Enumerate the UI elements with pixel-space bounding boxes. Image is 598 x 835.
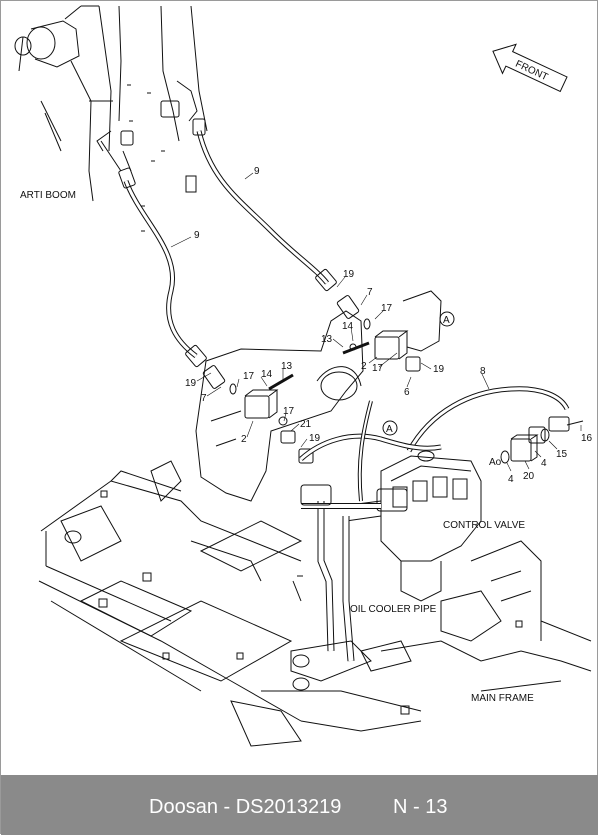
hose-9-right <box>192 118 337 292</box>
callout-19: 19 <box>433 364 445 375</box>
callout-16: 16 <box>581 433 593 444</box>
callout-17: 17 <box>381 303 393 314</box>
main-frame-drawing <box>38 460 592 747</box>
callout-21: 21 <box>300 419 312 430</box>
arti-boom-drawing <box>14 5 208 232</box>
callout-7: 7 <box>201 393 207 404</box>
caption-oil-cooler-pipe: OIL COOLER PIPE <box>350 604 437 615</box>
callout-19: 19 <box>343 269 355 280</box>
callout-19: 19 <box>309 433 321 444</box>
callout-6: 6 <box>404 387 410 398</box>
caption-main-frame: MAIN FRAME <box>471 693 534 704</box>
callout-ao: Ao <box>489 457 502 468</box>
callout-19: 19 <box>185 378 197 389</box>
callout-20: 20 <box>523 471 535 482</box>
callout-4: 4 <box>541 458 547 469</box>
callout-13: 13 <box>281 361 293 372</box>
marker-a-label: A <box>386 424 393 435</box>
callout-leader-lines <box>170 172 582 472</box>
section-marker-a <box>382 311 455 436</box>
front-arrow <box>492 43 568 93</box>
callout-9: 9 <box>254 166 260 177</box>
fitting-group-far-right <box>500 426 550 464</box>
caption-arti-boom: ARTI BOOM <box>20 190 76 201</box>
callout-15: 15 <box>556 449 568 460</box>
footer-page-number: N - 13 <box>393 796 448 818</box>
parts-diagram: ARTI BOOM CONTROL VALVE OIL COOLER PIPE … <box>14 5 593 747</box>
callout-13: 13 <box>321 334 333 345</box>
fitting-group-left <box>202 365 314 464</box>
hose-9-left <box>118 167 207 368</box>
callout-17: 17 <box>372 363 384 374</box>
callout-17: 17 <box>243 371 255 382</box>
fitting-group-right <box>336 295 421 372</box>
callout-8: 8 <box>480 366 486 377</box>
callout-4: 4 <box>508 474 514 485</box>
marker-a-label: A <box>443 315 450 326</box>
callout-17: 17 <box>283 406 295 417</box>
hose-8 <box>299 386 584 502</box>
front-arrow-label: FRONT <box>514 59 550 84</box>
callout-14: 14 <box>342 321 354 332</box>
callout-2: 2 <box>361 361 367 372</box>
callout-7: 7 <box>367 287 373 298</box>
footer-part-number: Doosan - DS2013219 <box>149 796 342 818</box>
oil-cooler-pipe-drawing <box>290 484 381 691</box>
footer-bar: Doosan - DS2013219 N - 13 <box>1 775 598 835</box>
callout-2: 2 <box>241 434 247 445</box>
callout-9: 9 <box>194 230 200 241</box>
callout-14: 14 <box>261 369 273 380</box>
caption-control-valve: CONTROL VALVE <box>443 520 525 531</box>
